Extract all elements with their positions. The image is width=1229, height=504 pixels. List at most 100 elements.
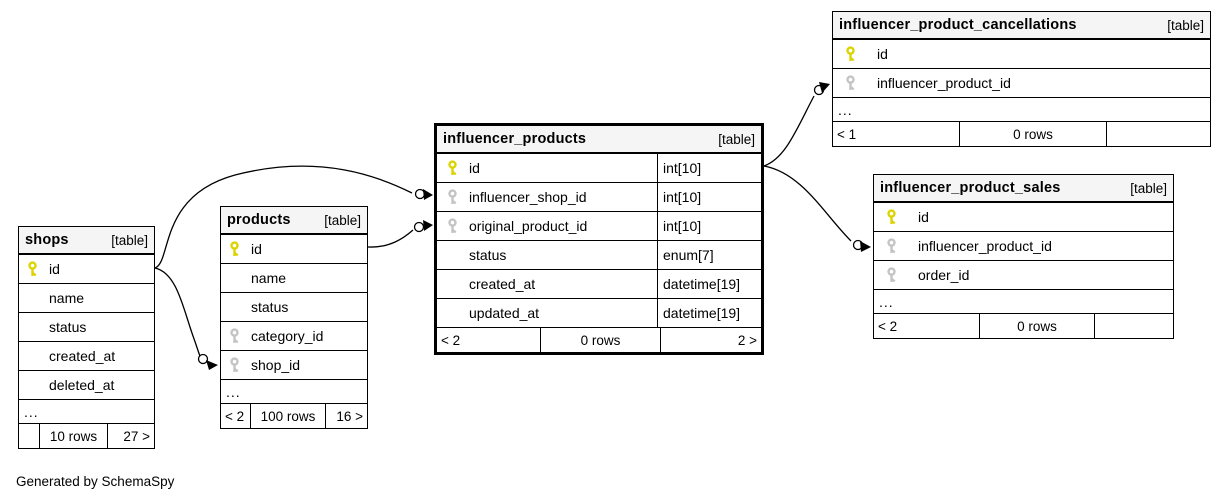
zero-or-one-circle-marker — [197, 353, 209, 365]
table-footer: < 1 0 rows — [833, 122, 1210, 146]
footer-parents-count: < 2 — [225, 408, 245, 424]
column-row-influencer_product_id: influencer_product_id — [874, 232, 1173, 261]
column-row-deleted_at: deleted_at — [19, 371, 154, 400]
column-name: id — [877, 46, 888, 62]
zero-or-one-circle-marker — [813, 84, 825, 96]
arrowhead-marker — [423, 220, 433, 231]
column-row-status: status — [221, 293, 367, 322]
column-name: created_at — [469, 276, 536, 292]
column-name: status — [251, 299, 289, 315]
relationship-edge — [763, 82, 830, 167]
column-row-influencer_shop_id: influencer_shop_id int[10] — [437, 183, 761, 212]
primary-key-icon — [25, 260, 39, 278]
zero-or-one-circle-marker — [852, 239, 864, 251]
table-header-influencer_products[interactable]: influencer_products [table] — [437, 126, 761, 154]
column-row-id: id — [221, 235, 367, 264]
foreign-key-icon — [227, 356, 241, 374]
table-header-shops[interactable]: shops[table] — [19, 227, 154, 255]
column-name: id — [918, 209, 929, 225]
foreign-key-icon — [884, 237, 898, 255]
table-badge: [table] — [1130, 180, 1167, 196]
column-row-shop_id: shop_id — [221, 351, 367, 380]
column-row-id: id — [19, 255, 154, 284]
column-type: int[10] — [657, 183, 761, 211]
arrowhead-marker — [860, 241, 871, 252]
column-type: datetime[19] — [657, 299, 761, 327]
column-name: order_id — [918, 267, 970, 283]
table-title: shops — [25, 232, 69, 248]
foreign-key-icon — [843, 74, 857, 92]
footer-children-count — [1106, 122, 1210, 146]
table-header-products[interactable]: products [table] — [221, 207, 367, 235]
arrowhead-marker — [206, 360, 218, 370]
column-row-id: id — [833, 40, 1210, 69]
generated-by-note: Generated by SchemaSpy — [16, 474, 175, 489]
column-row-influencer_product_id: influencer_product_id — [833, 69, 1210, 98]
footer-rows-count: 100 rows — [250, 404, 325, 428]
foreign-key-icon — [445, 217, 459, 235]
foreign-key-icon — [227, 327, 241, 345]
footer-parents-count: < 2 — [878, 318, 898, 334]
foreign-key-icon — [884, 266, 898, 284]
table-title: products — [227, 212, 291, 228]
column-name: updated_at — [469, 305, 540, 321]
table-title: influencer_products — [443, 131, 587, 147]
table-title: influencer_product_cancellations — [839, 17, 1077, 33]
column-name: name — [251, 270, 287, 286]
table-header-influencer_product_cancellations[interactable]: influencer_product_cancellations[table] — [833, 12, 1210, 40]
footer-children-count — [1094, 314, 1173, 338]
footer-rows-count: 0 rows — [540, 328, 660, 352]
footer-parents-count: < 1 — [837, 126, 857, 142]
footer-rows-count: 0 rows — [979, 314, 1094, 338]
table-influencer_product_sales: influencer_product_sales [table] id influen… — [873, 174, 1174, 339]
column-name: deleted_at — [49, 377, 115, 393]
table-influencer_product_cancellations: influencer_product_cancellations[table]i… — [832, 11, 1211, 147]
column-row-order_id: order_id — [874, 261, 1173, 290]
relationship-edge — [763, 165, 871, 252]
column-name: influencer_product_id — [918, 238, 1052, 254]
primary-key-icon — [445, 159, 459, 177]
footer-parents-count: < 2 — [441, 332, 461, 348]
more-columns-ellipsis: ... — [221, 380, 367, 404]
more-columns-ellipsis: ... — [833, 98, 1210, 122]
table-title: influencer_product_sales — [880, 180, 1061, 196]
column-name: id — [469, 160, 480, 176]
column-type: datetime[19] — [657, 270, 761, 298]
column-name: influencer_product_id — [877, 75, 1011, 91]
column-row-status: status — [19, 313, 154, 342]
more-columns-ellipsis: ... — [19, 400, 154, 424]
column-name: influencer_shop_id — [469, 189, 587, 205]
zero-or-one-circle-marker — [414, 188, 426, 200]
zero-or-one-circle-marker — [413, 221, 425, 233]
column-name: shop_id — [251, 357, 301, 373]
table-header-influencer_product_sales[interactable]: influencer_product_sales [table] — [874, 175, 1173, 203]
more-columns-ellipsis: ... — [874, 290, 1173, 314]
column-row-id: id int[10] — [437, 154, 761, 183]
column-name: status — [49, 319, 87, 335]
table-badge: [table] — [718, 131, 755, 147]
column-name: created_at — [49, 348, 116, 364]
column-name: original_product_id — [469, 218, 588, 234]
table-badge: [table] — [324, 212, 361, 228]
arrowhead-marker — [819, 82, 830, 93]
column-row-id: id — [874, 203, 1173, 232]
footer-parents-count — [19, 424, 39, 448]
column-name: id — [251, 241, 262, 257]
footer-children-count: 27 > — [107, 424, 154, 448]
column-type: int[10] — [657, 154, 761, 182]
column-row-created_at: created_at — [19, 342, 154, 371]
footer-rows-count: 0 rows — [959, 122, 1106, 146]
column-row-created_at: created_at datetime[19] — [437, 270, 761, 299]
arrowhead-marker — [423, 189, 433, 200]
column-row-category_id: category_id — [221, 322, 367, 351]
column-name: status — [469, 247, 507, 263]
column-row-name: name — [221, 264, 367, 293]
